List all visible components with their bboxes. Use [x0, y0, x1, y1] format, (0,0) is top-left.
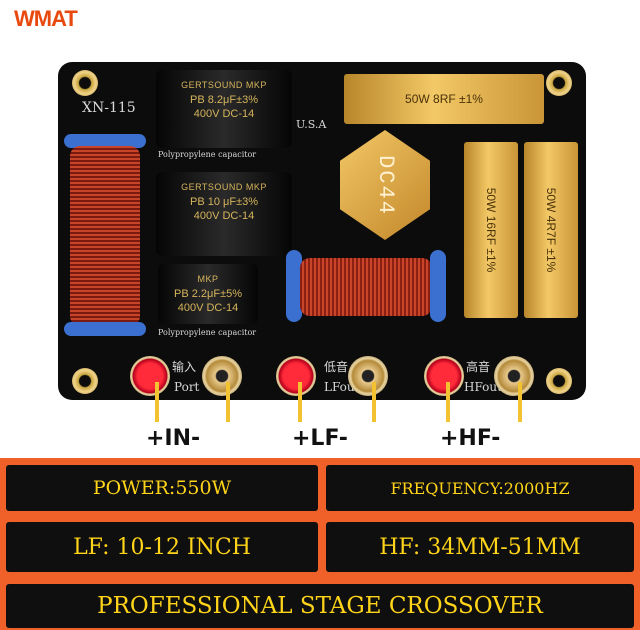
spec-power: POWER:550W: [6, 465, 318, 511]
capacitor-3: MKP PB 2.2μF±5% 400V DC-14: [158, 264, 258, 324]
mount-hole: [72, 70, 98, 96]
cap-voltage: 400V DC-14: [193, 108, 255, 120]
cap-voltage: 400V DC-14: [193, 210, 255, 222]
cap-note: Polypropylene capacitor: [158, 150, 257, 159]
mount-hole: [546, 368, 572, 394]
cap-value: PB 2.2μF±5%: [173, 288, 242, 300]
mount-hole: [72, 368, 98, 394]
resistor-label: 50W 16RF ±1%: [484, 187, 498, 273]
product-title: PROFESSIONAL STAGE CROSSOVER: [6, 584, 634, 628]
label-input-cn: 输入: [172, 360, 197, 374]
cap-note: Polypropylene capacitor: [158, 328, 257, 337]
terminal-label-hf: +HF-: [440, 426, 501, 451]
inductor-bobbin: [64, 134, 146, 148]
inductor-coil: [300, 258, 432, 316]
cap-value: PB 8.2μF±3%: [189, 94, 258, 106]
mount-hole: [546, 70, 572, 96]
inductor-bobbin: [286, 250, 302, 322]
resistor-label: 50W 4R7F ±1%: [544, 187, 558, 273]
chip-label: DC44: [372, 154, 398, 216]
inductor-bobbin: [64, 322, 146, 336]
wire-hf-neg: [518, 382, 522, 422]
cap-voltage: 400V DC-14: [177, 302, 239, 314]
wire-lf-neg: [372, 382, 376, 422]
wire-lf-pos: [298, 382, 302, 422]
resistor-4r7f: 50W 4R7F ±1%: [524, 142, 578, 318]
cap-type: MKP: [197, 274, 219, 284]
resistor-label: 50W 8RF ±1%: [405, 92, 483, 106]
model-label: XN-115: [82, 100, 136, 116]
inductor-bobbin: [430, 250, 446, 322]
terminal-label-lf: +LF-: [292, 426, 348, 451]
spec-lf: LF: 10-12 INCH: [6, 522, 318, 572]
cap-value: PB 10 μF±3%: [189, 196, 258, 208]
wire-in-neg: [226, 382, 230, 422]
terminal-in-positive: [130, 356, 170, 396]
cap-type: MKP: [245, 182, 267, 192]
label-hfout: HFout: [464, 380, 502, 394]
label-lf-cn: 低音: [324, 360, 349, 374]
label-hf-cn: 高音: [466, 360, 491, 374]
terminal-lf-positive: [276, 356, 316, 396]
capacitor-1: GERTSOUND MKP PB 8.2μF±3% 400V DC-14: [156, 70, 292, 148]
usa-label: U.S.A: [296, 118, 327, 131]
spec-frequency: FREQUENCY:2000HZ: [326, 465, 634, 511]
crossover-board: XN-115 U.S.A GERTSOUND MKP PB 8.2μF±3% 4…: [58, 62, 586, 400]
terminal-hf-positive: [424, 356, 464, 396]
inductor-coil: [70, 146, 140, 326]
label-port: Port: [174, 380, 200, 394]
spec-hf: HF: 34MM-51MM: [326, 522, 634, 572]
terminal-lf-negative: [348, 356, 388, 396]
cap-brand: GERTSOUND: [181, 80, 243, 90]
wire-in-pos: [155, 382, 159, 422]
cap-brand: GERTSOUND: [181, 182, 243, 192]
terminal-label-in: +IN-: [146, 426, 201, 451]
resistor-8rf: 50W 8RF ±1%: [344, 74, 544, 124]
capacitor-2: GERTSOUND MKP PB 10 μF±3% 400V DC-14: [156, 172, 292, 256]
terminal-in-negative: [202, 356, 242, 396]
resistor-16rf: 50W 16RF ±1%: [464, 142, 518, 318]
brand-logo: WMAT: [14, 6, 78, 31]
wire-hf-pos: [446, 382, 450, 422]
dc44-module: DC44: [340, 130, 430, 240]
cap-type: MKP: [245, 80, 267, 90]
terminal-hf-negative: [494, 356, 534, 396]
